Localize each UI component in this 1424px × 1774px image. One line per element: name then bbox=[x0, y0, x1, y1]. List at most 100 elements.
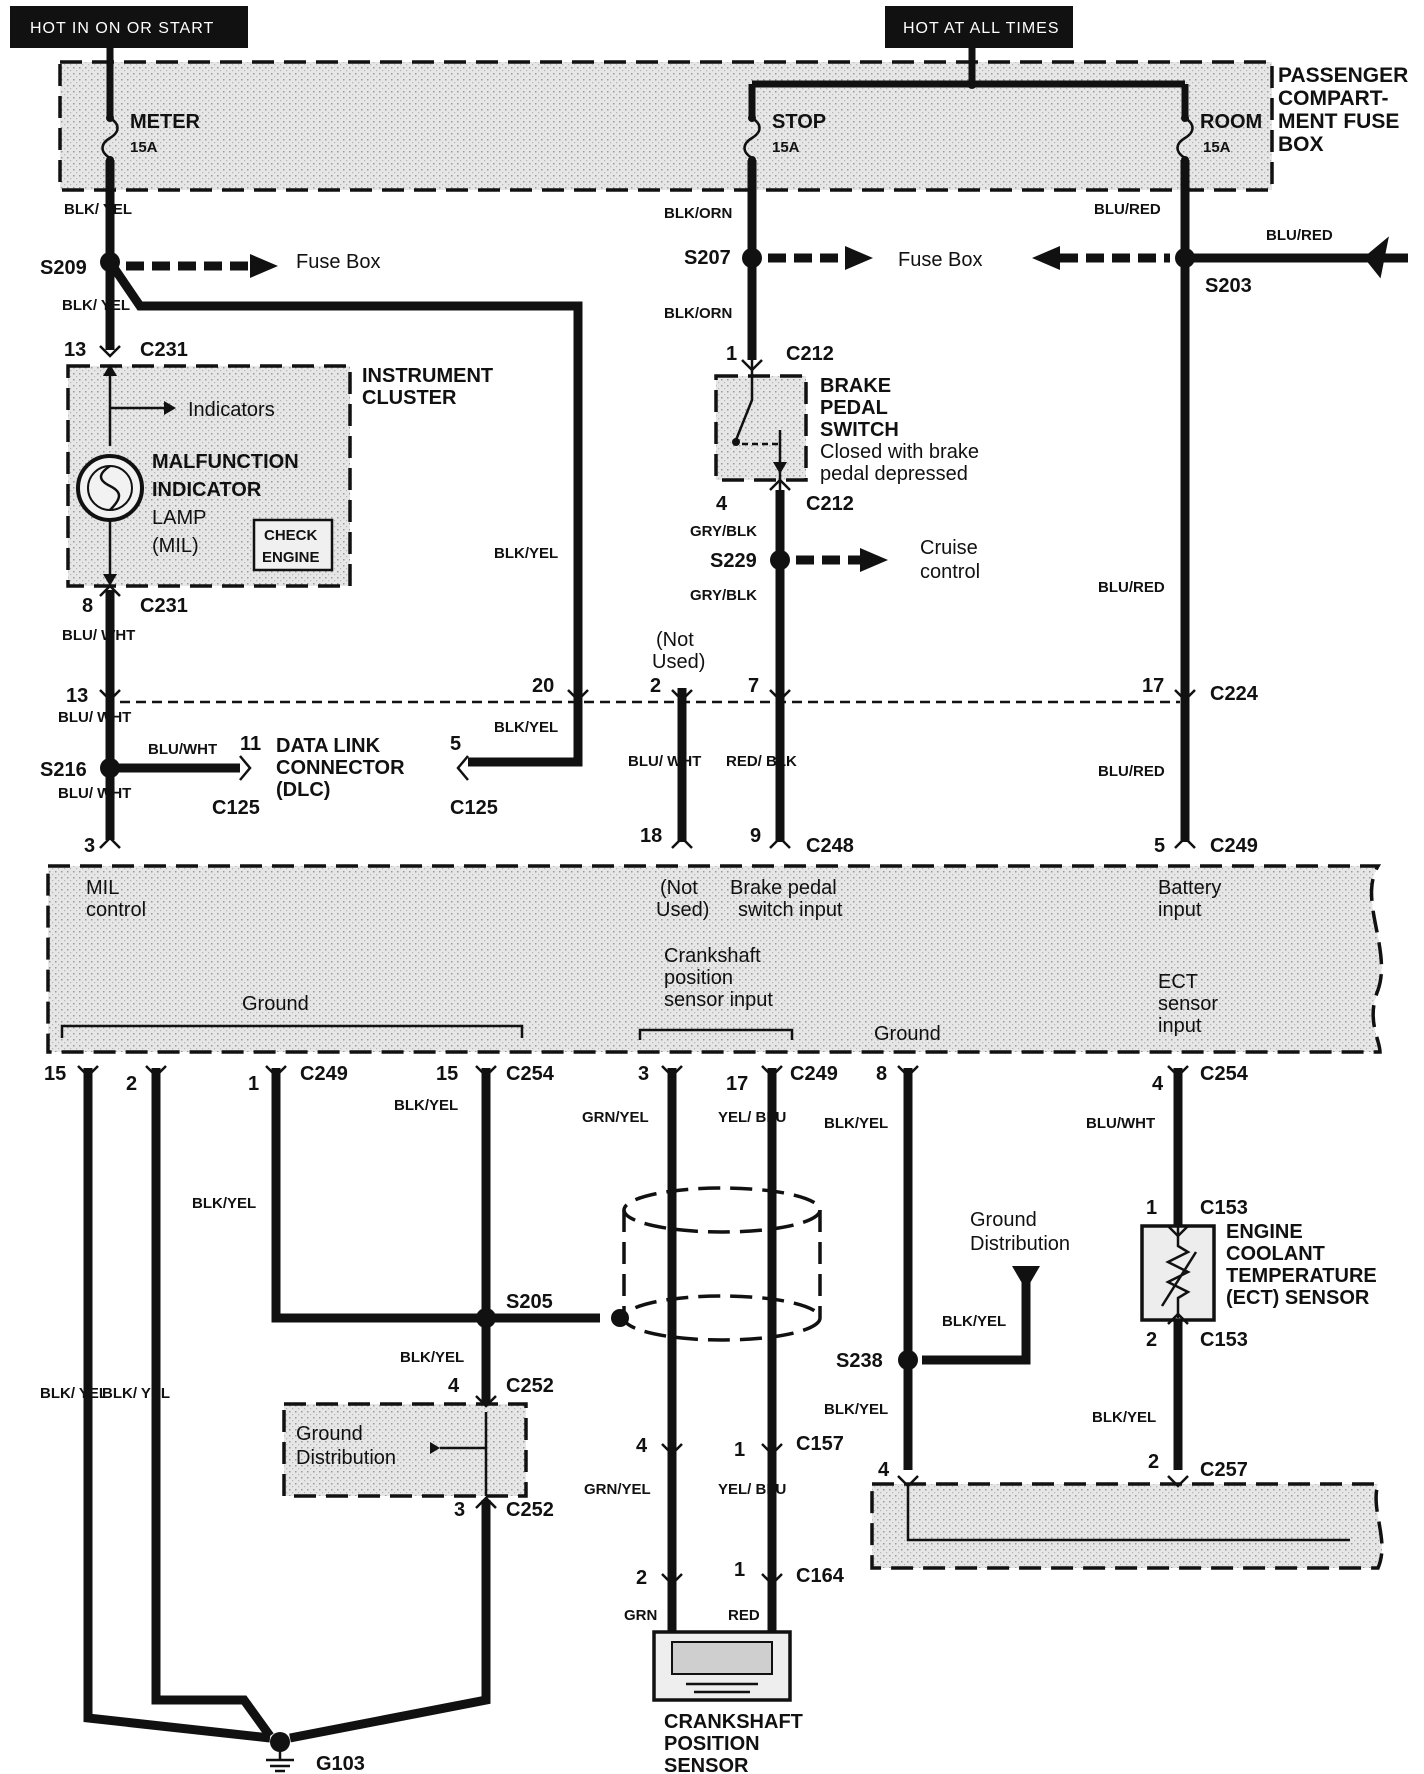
connector-c224: C224 bbox=[1210, 683, 1259, 705]
fuse-meter-rating: 15A bbox=[130, 139, 158, 156]
brake-note-2: pedal depressed bbox=[820, 463, 968, 485]
pin-c153-2: 2 bbox=[1146, 1329, 1157, 1351]
pcm-mil-control-1: MIL bbox=[86, 877, 119, 899]
fuse-meter: METER 15A bbox=[101, 111, 201, 164]
wire-label-blk-orn-1: BLK/ORN bbox=[664, 205, 732, 222]
pin-c254-4: 4 bbox=[1152, 1073, 1164, 1095]
pin-c224-13: 13 bbox=[66, 685, 88, 707]
pin-c164-1: 1 bbox=[734, 1559, 745, 1581]
splice-s209 bbox=[100, 252, 120, 272]
instrument-cluster-label-1: INSTRUMENT bbox=[362, 365, 493, 387]
ect-thermistor-icon bbox=[1165, 1226, 1191, 1318]
pcm-module: MIL control (Not Used) Brake pedal switc… bbox=[46, 864, 1384, 1054]
not-used-label-1: (Not bbox=[656, 629, 694, 651]
ect-label-2: COOLANT bbox=[1226, 1243, 1325, 1265]
wire-color-labels: BLK/ YEL BLK/ YEL BLK/ORN BLK/ORN BLU/RE… bbox=[40, 201, 1333, 1624]
pin-pcm-3: 3 bbox=[84, 835, 95, 857]
pcm-ect-input-2: sensor bbox=[1158, 993, 1218, 1015]
brake-pedal-switch: BRAKE PEDAL SWITCH Closed with brake ped… bbox=[714, 360, 979, 490]
wire-label-blk-yel-6: BLK/YEL bbox=[192, 1195, 256, 1212]
ground-distribution-right-2: Distribution bbox=[970, 1233, 1070, 1255]
fuse-stop-rating: 15A bbox=[772, 139, 800, 156]
fuse-stop-icon bbox=[743, 116, 761, 160]
pcm-ckp-bracket bbox=[638, 1028, 794, 1040]
pin-dlc-5: 5 bbox=[450, 733, 461, 755]
pin-c224-2: 2 bbox=[650, 675, 661, 697]
pcm-battery-input-1: Battery bbox=[1158, 877, 1221, 899]
bus-junction bbox=[967, 79, 977, 89]
pin-c231-13: 13 bbox=[64, 339, 86, 361]
splice-s207-label: S207 bbox=[684, 247, 731, 269]
wire-label-blu-wht-1: BLU/ WHT bbox=[62, 627, 135, 644]
pin-c248-9: 9 bbox=[750, 825, 761, 847]
indicators-label: Indicators bbox=[188, 399, 275, 421]
pin-pcm-15: 15 bbox=[44, 1063, 66, 1085]
check-engine-label-1: CHECK bbox=[264, 527, 318, 544]
splice-s216-label: S216 bbox=[40, 759, 87, 781]
brake-switch-label-2: PEDAL bbox=[820, 397, 888, 419]
connector-c249-mid: C249 bbox=[790, 1063, 838, 1085]
wire-label-gry-blk-1: GRY/BLK bbox=[690, 523, 757, 540]
wire-label-blk-yel-12: BLK/YEL bbox=[824, 1401, 888, 1418]
brake-switch-label-3: SWITCH bbox=[820, 419, 899, 441]
brake-note-1: Closed with brake bbox=[820, 441, 979, 463]
connector-c252-bottom: C252 bbox=[506, 1499, 554, 1521]
pin-c248-18: 18 bbox=[640, 825, 662, 847]
wire-c252-g103 bbox=[289, 1500, 491, 1743]
pin-pcm-2: 2 bbox=[126, 1073, 137, 1095]
pin-c164-2: 2 bbox=[636, 1567, 647, 1589]
pcm-mil-control-2: control bbox=[86, 899, 146, 921]
check-engine-lamp-icon bbox=[252, 518, 334, 572]
connector-c252-top: C252 bbox=[506, 1375, 554, 1397]
splice-s205-label: S205 bbox=[506, 1291, 553, 1313]
connector-c249-top: C249 bbox=[1210, 835, 1258, 857]
connector-c157: C157 bbox=[796, 1433, 844, 1455]
ignition-power-label: HOT IN ON OR START bbox=[30, 20, 214, 37]
fuse-box-name-line-1: PASSENGER bbox=[1278, 64, 1408, 87]
pin-c249-8: 8 bbox=[876, 1063, 887, 1085]
pin-c252-4: 4 bbox=[448, 1375, 460, 1397]
connector-c164: C164 bbox=[796, 1565, 845, 1587]
wire-label-gry-blk-2: GRY/BLK bbox=[690, 587, 757, 604]
pcm-not-used-2: Used) bbox=[656, 899, 709, 921]
fuse-box-name-line-4: BOX bbox=[1278, 133, 1324, 156]
battery-power-label: HOT AT ALL TIMES bbox=[903, 20, 1060, 37]
wire-label-yel-blu-1: YEL/ BLU bbox=[718, 1109, 786, 1126]
ckp-label-1: CRANKSHAFT bbox=[664, 1711, 803, 1733]
splice-s209-label: S209 bbox=[40, 257, 87, 279]
splice-s203 bbox=[1175, 248, 1195, 268]
pin-c231-8: 8 bbox=[82, 595, 93, 617]
ground-distribution-left-arrow-icon bbox=[430, 1442, 440, 1454]
pin-numbers: 13 8 13 20 2 7 17 11 5 3 18 9 5 1 4 15 2… bbox=[44, 339, 1165, 1589]
pcm-brake-input-1: Brake pedal bbox=[730, 877, 837, 899]
fuse-meter-icon bbox=[101, 116, 119, 160]
pin-c249-1: 1 bbox=[248, 1073, 259, 1095]
pcm-ckp-input-1: Crankshaft bbox=[664, 945, 761, 967]
ect-label-1: ENGINE bbox=[1226, 1221, 1303, 1243]
wire-label-blu-wht-6: BLU/WHT bbox=[1086, 1115, 1155, 1132]
c231-top-arrow-icon bbox=[103, 364, 117, 376]
arrow-s229-cruise bbox=[860, 548, 888, 572]
connector-c231-bottom: C231 bbox=[140, 595, 188, 617]
ground-distribution-left-2: Distribution bbox=[296, 1447, 396, 1469]
wire-label-blk-yel-1: BLK/ YEL bbox=[64, 201, 132, 218]
splice-s216 bbox=[100, 758, 120, 778]
check-engine-label-2: ENGINE bbox=[262, 549, 320, 566]
connector-c212-top: C212 bbox=[786, 343, 834, 365]
pcm-ckp-input-3: sensor input bbox=[664, 989, 773, 1011]
battery-power-tag: HOT AT ALL TIMES bbox=[885, 6, 1073, 48]
wire-s209-dlc5 bbox=[106, 259, 583, 767]
brake-switch-label-1: BRAKE bbox=[820, 375, 891, 397]
ground-distribution-left: Ground Distribution bbox=[282, 1402, 528, 1498]
connector-pins bbox=[77, 345, 1196, 1586]
ect-variable-arrow-icon bbox=[1160, 1251, 1198, 1307]
pcm-ground-1: Ground bbox=[242, 993, 309, 1015]
c257-internal-bus bbox=[906, 1484, 1350, 1542]
ground-distribution-right-1: Ground bbox=[970, 1209, 1037, 1231]
connector-c231-top: C231 bbox=[140, 339, 188, 361]
dlc-label-3: (DLC) bbox=[276, 779, 330, 801]
fuse-room-rating: 15A bbox=[1203, 139, 1231, 156]
connector-c153-top: C153 bbox=[1200, 1197, 1248, 1219]
wire-label-yel-blu-2: YEL/ BLU bbox=[718, 1481, 786, 1498]
connector-c248: C248 bbox=[806, 835, 854, 857]
